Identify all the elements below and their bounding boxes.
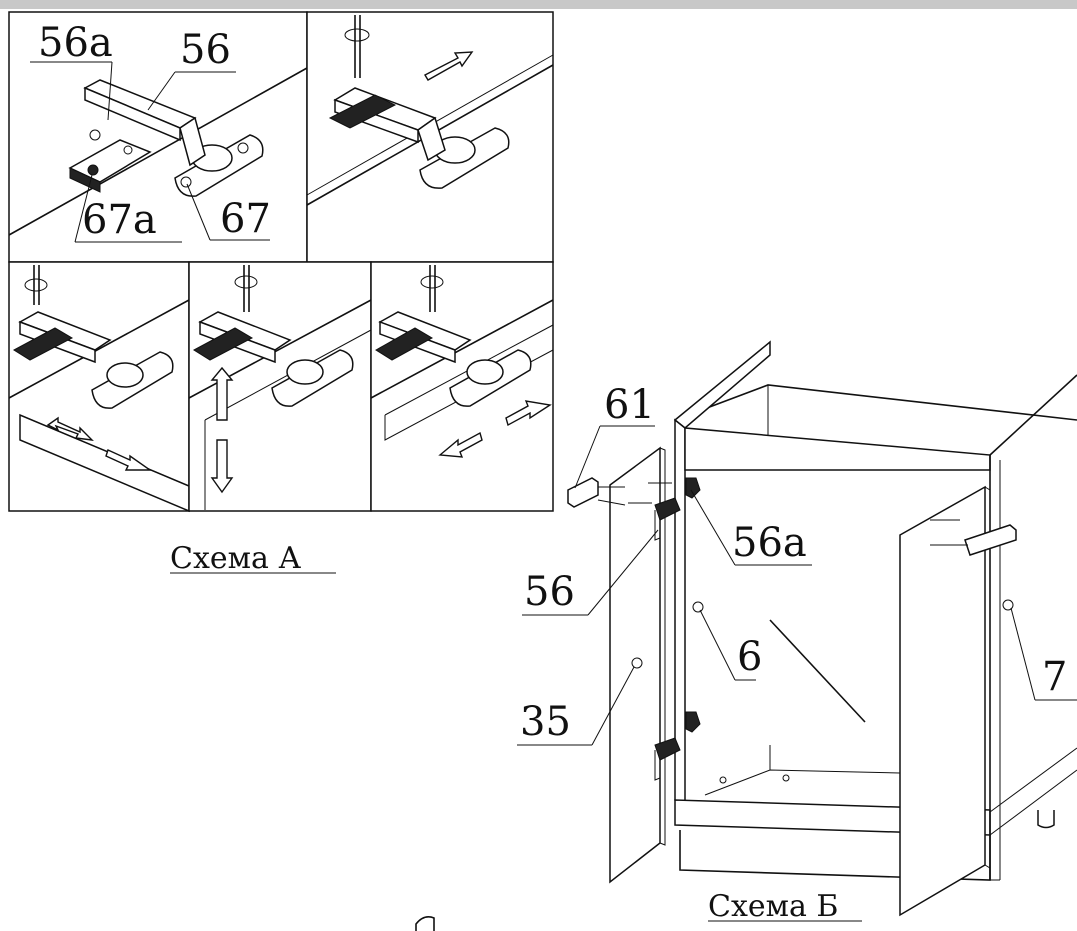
partial-symbol-icon bbox=[415, 916, 435, 931]
label-61: 61 bbox=[604, 382, 655, 428]
caption-scheme-b: Схема Б bbox=[708, 889, 838, 924]
label-6: 6 bbox=[737, 634, 762, 680]
scheme-a-panel-5 bbox=[370, 261, 554, 512]
right-door bbox=[899, 485, 1017, 917]
scheme-b bbox=[517, 340, 1077, 917]
label-67a-scheme-a: 67а bbox=[82, 197, 157, 243]
scheme-a-panel-4 bbox=[188, 261, 372, 512]
label-56-scheme-b: 56 bbox=[524, 569, 575, 615]
label-67-scheme-a: 67 bbox=[220, 196, 271, 242]
label-56-scheme-a: 56 bbox=[180, 27, 231, 73]
label-7: 7 bbox=[1042, 654, 1067, 700]
label-56a-scheme-a: 56а bbox=[38, 20, 113, 66]
scheme-a-panel-3 bbox=[8, 261, 190, 513]
caption-scheme-a: Схема А bbox=[170, 541, 301, 576]
scheme-a: 56а 56 67а 67 bbox=[8, 11, 554, 576]
label-35: 35 bbox=[520, 699, 571, 745]
left-door bbox=[567, 446, 681, 884]
scheme-a-panel-1 bbox=[8, 11, 308, 263]
top-bar bbox=[0, 0, 1077, 9]
scheme-a-panel-2 bbox=[306, 11, 554, 263]
label-56a-scheme-b: 56а bbox=[732, 520, 807, 566]
